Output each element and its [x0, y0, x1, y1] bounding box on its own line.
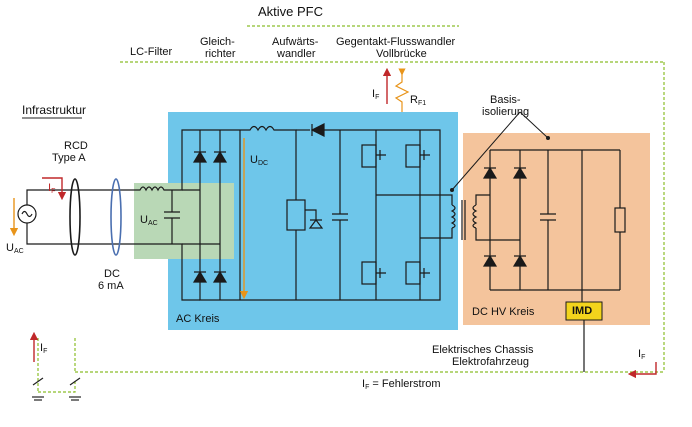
- output-rectifier: [482, 149, 626, 302]
- uac-left-label: UAC: [6, 242, 24, 255]
- if-right-label: IF: [638, 348, 646, 361]
- aktive-pfc-label: Aktive PFC: [258, 4, 324, 19]
- chassis-label-1: Elektrisches Chassis: [432, 344, 534, 356]
- dc-hv-kreis-region: [463, 133, 650, 325]
- if-right-arrow: [627, 362, 657, 379]
- rcd-label-2: Type A: [52, 152, 86, 164]
- dc-sensor-ring: [110, 178, 122, 256]
- rcd-label-1: RCD: [64, 140, 88, 152]
- basis-label-2: isolierung: [482, 106, 530, 118]
- chassis-label-2: Elektrofahrzeug: [452, 356, 530, 368]
- if-source-label: IF: [48, 182, 56, 195]
- aufwaerts-label-1: Aufwärts-: [272, 36, 319, 48]
- if-left-label: IF: [40, 342, 48, 355]
- boost-converter: [240, 123, 356, 301]
- isolation-leader: [451, 111, 549, 191]
- gleichrichter-label-1: Gleich-: [200, 36, 235, 48]
- rcd-ring: [69, 178, 81, 256]
- aufwaerts-label-2: wandler: [277, 48, 316, 60]
- full-bridge: [340, 129, 453, 301]
- rectifier-bridge: [182, 129, 241, 301]
- left-earth-dash: [37, 338, 76, 392]
- gegentakt-label-1: Gegentakt-Flusswandler: [336, 36, 456, 48]
- fehlerstrom-label: IF = Fehlerstrom: [362, 378, 441, 391]
- dc-label-1: DC: [104, 268, 120, 280]
- transformer: [450, 194, 520, 241]
- dc-hv-kreis-label: DC HV Kreis: [472, 306, 535, 318]
- dc-label-2: 6 mA: [98, 280, 124, 292]
- uac-filter-label: UAC: [140, 214, 158, 227]
- infrastruktur-label: Infrastruktur: [22, 103, 87, 117]
- ac-kreis-label: AC Kreis: [176, 313, 220, 325]
- rf1-heat: [394, 68, 410, 112]
- gleichrichter-label-2: richter: [205, 48, 236, 60]
- earth-switch-left: [32, 377, 81, 401]
- earth-link-dash: [38, 380, 76, 393]
- lc-filter-label: LC-Filter: [130, 46, 173, 58]
- basis-label-1: Basis-: [490, 94, 521, 106]
- gegentakt-label-2: Vollbrücke: [376, 48, 427, 60]
- udc-label: UDC: [250, 154, 269, 167]
- ac-mains: [17, 129, 200, 301]
- imd-label: IMD: [572, 305, 593, 317]
- if-top-label: IF: [372, 88, 380, 101]
- rf1-label: RF1: [410, 94, 427, 107]
- lc-filter-region: [134, 183, 234, 259]
- if-source-arrow: [42, 177, 67, 201]
